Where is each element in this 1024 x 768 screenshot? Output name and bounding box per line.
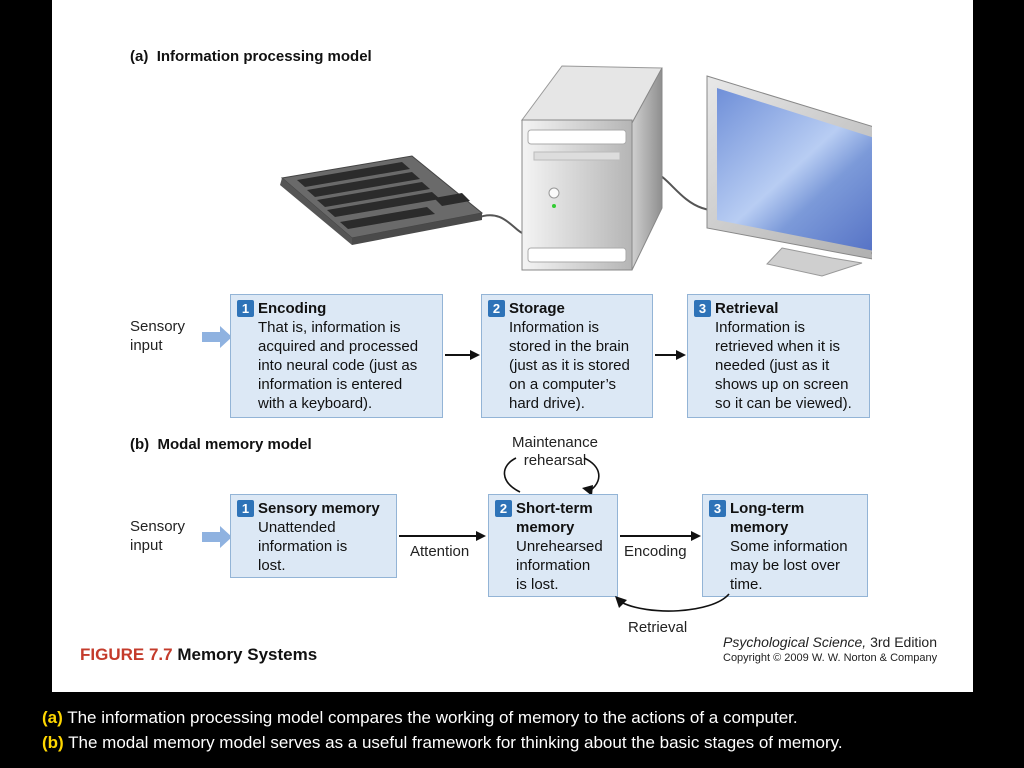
model-b-body-3: Some information may be lost over time.: [730, 538, 848, 593]
book-edition: 3rd Edition: [870, 634, 938, 650]
sensory-input-arrow-b: [202, 526, 232, 548]
caption-a-label: (a): [42, 708, 63, 727]
model-a-title-2: Storage: [509, 300, 565, 317]
model-a-body-1: That is, information is acquired and pro…: [258, 319, 419, 412]
maintenance-rehearsal-label: Maintenance rehearsal: [512, 434, 598, 469]
model-b-num-3: 3: [709, 500, 726, 517]
section-b-title: Modal memory model: [157, 436, 312, 453]
caption-a: (a) The information processing model com…: [42, 708, 798, 728]
section-a-title: Information processing model: [156, 48, 372, 65]
caption-a-text: The information processing model compare…: [67, 708, 798, 727]
caption-b-text: The modal memory model serves as a usefu…: [68, 733, 843, 752]
caption-b: (b) The modal memory model serves as a u…: [42, 733, 843, 753]
model-b-num-1: 1: [237, 500, 254, 517]
model-a-title-3: Retrieval: [715, 300, 779, 317]
copyright: Copyright © 2009 W. W. Norton & Company: [723, 652, 938, 664]
maintenance-rehearsal-loop: [503, 457, 600, 496]
retrieval-label-b: Retrieval: [628, 619, 688, 636]
sensory-input-arrow-a: [202, 326, 232, 348]
publisher-line: Psychological Science, 3rd Edition: [723, 634, 937, 650]
arrow-attention: [399, 531, 486, 541]
keyboard-icon: [280, 155, 484, 245]
section-a-label: (a): [130, 48, 149, 65]
section-a-heading: (a) Information processing model: [130, 48, 372, 65]
model-a-body-2: Information is stored in the brain (just…: [509, 319, 630, 412]
attention-label: Attention: [410, 543, 470, 560]
sensory-input-b: Sensory input: [130, 518, 186, 554]
model-b-title-1: Sensory memory: [258, 500, 380, 517]
model-b-num-2: 2: [495, 500, 512, 517]
section-b-heading: (b) Modal memory model: [130, 436, 312, 453]
monitor-icon: [706, 75, 872, 277]
sensory-input-a: Sensory input: [130, 318, 186, 354]
figure-panel: (a) Information processing model: [52, 0, 973, 692]
arrow-storage-to-retrieval: [655, 350, 686, 360]
model-b-title-2: Short-term memory: [516, 500, 593, 536]
arrow-encoding-to-storage: [445, 350, 480, 360]
computer-illustration: [280, 65, 872, 277]
computer-tower-icon: [521, 65, 663, 271]
model-a-body-3: Information is retrieved when it is need…: [715, 319, 852, 412]
book-title: Psychological Science,: [723, 634, 867, 650]
caption-b-label: (b): [42, 733, 64, 752]
figure-name: Memory Systems: [177, 645, 318, 664]
model-a-num-3: 3: [694, 300, 711, 317]
model-a-num-2: 2: [488, 300, 505, 317]
section-b-label: (b): [130, 436, 150, 453]
encoding-label-b: Encoding: [624, 543, 687, 560]
figure-title: FIGURE 7.7 Memory Systems: [80, 645, 317, 665]
model-a-title-1: Encoding: [258, 300, 327, 317]
arrow-encoding-b: [620, 531, 701, 541]
arrow-retrieval-b: [615, 593, 730, 612]
model-b-body-2: Unrehearsed information is lost.: [516, 538, 603, 593]
model-b-title-3: Long-term memory: [730, 500, 805, 536]
figure-number: FIGURE 7.7: [80, 645, 173, 664]
model-b-body-1: Unattended information is lost.: [258, 519, 348, 574]
model-a-num-1: 1: [237, 300, 254, 317]
